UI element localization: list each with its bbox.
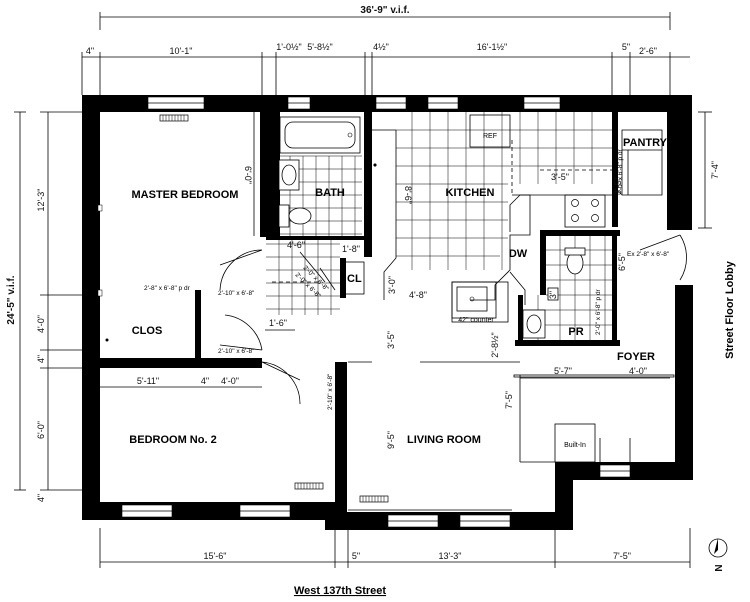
street-label: West 137th Street [294,585,386,597]
room-dw: DW [509,248,528,260]
markers [97,163,377,342]
note-pantry-door: 2'-0" x 6'-8" p dr [617,148,624,195]
note-mb-door: 2'-10" x 6'-8" [218,290,255,297]
dim-foyer-5-7: 5'-7" [554,366,572,376]
dim-b2-4: 4" [201,376,209,386]
cl-label: CL [347,273,362,285]
overall-width-label: 36'-9" v.i.f. [360,5,409,16]
right-dim-0: 7'-4" [710,161,720,179]
dim-liv-9-5: 9'-5" [386,431,396,449]
left-dim-3: 6'-0" [36,421,46,439]
room-master-bedroom: MASTER BEDROOM [132,189,239,201]
bottom-dim-2: 13'-3" [439,551,462,561]
room-kitchen: KITCHEN [446,187,495,199]
note-b2-door-v: 2'-10" x 6'-8" [327,373,334,410]
top-dim-1: 10'-1" [170,46,193,56]
left-dim-2: 4" [36,355,46,363]
dim-bath-4-6: 4'-6" [287,240,305,250]
left-dimension-chain: 24'-5" v.i.f. 12'-3" 4'-0" 4" 6'-0" 4" [6,111,100,502]
top-dim-6: 5" [622,42,630,52]
room-bedroom2: BEDROOM No. 2 [129,434,216,446]
doors [219,234,687,405]
bottom-dim-0: 15'-6" [204,551,227,561]
bottom-dim-1: 5" [352,551,360,561]
room-living: LIVING ROOM [407,434,481,446]
lobby-label: Street Floor Lobby [724,260,736,359]
note-b2-door: 2'-10" x 6'-8" [218,348,255,355]
dim-liv-3-5: 3'-5" [386,331,396,349]
counter-label: 42" counter [458,317,494,324]
room-bath: BATH [315,187,345,199]
top-dimension-chain: 4" 10'-1" 1'-0½" 5'-8½" 4½" 16'-1½" 5" 2… [81,42,690,95]
dim-bath-1-8: 1'-8" [342,244,360,254]
top-dim-5: 16'-1½" [477,42,507,52]
kitchen-counters: REF [451,114,612,323]
room-foyer: FOYER [617,351,655,363]
pantry-shelving [621,129,663,196]
dim-hall-1-6: 1'-6" [269,318,287,328]
dim-foyer-4-0: 4'-0" [629,366,647,376]
north-label: N [714,564,725,571]
dim-pr-6-5: 6'-5" [617,253,627,271]
overall-width-dimension: 36'-9" v.i.f. [99,5,671,30]
dim-b2-5-11: 5'-11" [137,376,159,386]
dim-mb-6-0: 6'-0" [243,166,253,184]
built-in-label: Built-In [564,442,586,449]
linen-closet: CL [343,261,365,295]
bathtub [279,116,361,154]
room-pr: PR [568,326,583,338]
dim-pr-3-5: 3'-5" [613,177,623,195]
top-dim-7: 2'-6" [639,46,657,56]
left-dim-1: 4'-0" [36,315,46,333]
dim-kit-3-0: 3'-0" [387,276,397,294]
ref-label: REF [483,133,497,140]
top-dim-0: 4" [86,46,94,56]
interior-dimensions: 6'-0" 4'-6" 1'-8" 8'-6" 3'-5" 4'-8" 3'-0… [100,112,670,449]
room-clos: CLOS [132,325,163,337]
kitchen-tile-floor [372,112,612,300]
bath-fixtures [278,159,312,228]
note-pr-door: 2'-0" x 6'-8" p dr [595,288,602,335]
left-dim-4: 4" [36,494,46,502]
radiators [159,114,389,503]
powder-room [522,236,612,340]
dim-kit-8-6: 8'-6" [403,186,413,204]
north-arrow-icon: N [708,538,728,572]
room-pantry: PANTRY [623,137,668,149]
right-dimension: 7'-4" [698,111,720,229]
dim-b2-4-0: 4'-0" [221,376,239,386]
room-labels: MASTER BEDROOM BATH KITCHEN PANTRY DW CL… [129,137,667,449]
dim-liv-7-5: 7'-5" [504,391,514,409]
dim-kit-3-5: 3'-5" [551,172,569,182]
dim-kit-2-8: 2'-8½" [490,332,500,357]
top-dim-4: 4½" [373,42,389,52]
windows [121,96,631,528]
living-area-details [348,361,675,511]
dim-pr-3: 3" [548,291,558,299]
top-dim-3: 5'-8½" [307,42,332,52]
top-dim-2: 1'-0½" [276,42,301,52]
dim-kit-4-8: 4'-8" [409,290,427,300]
note-mb-closet: 2'-8" x 6'-8" p dr [144,285,191,292]
bottom-dimension-chain: 15'-6" 5" 13'-3" 7'-5" [99,528,691,568]
note-entry-door: Ex 2'-8" x 6'-8" [627,251,670,258]
overall-height-label: 24'-5" v.i.f. [6,275,17,324]
bath-tile-floor [266,155,362,315]
bottom-dim-3: 7'-5" [613,551,631,561]
left-dim-0: 12'-3" [36,189,46,212]
interior-walls [100,112,620,512]
